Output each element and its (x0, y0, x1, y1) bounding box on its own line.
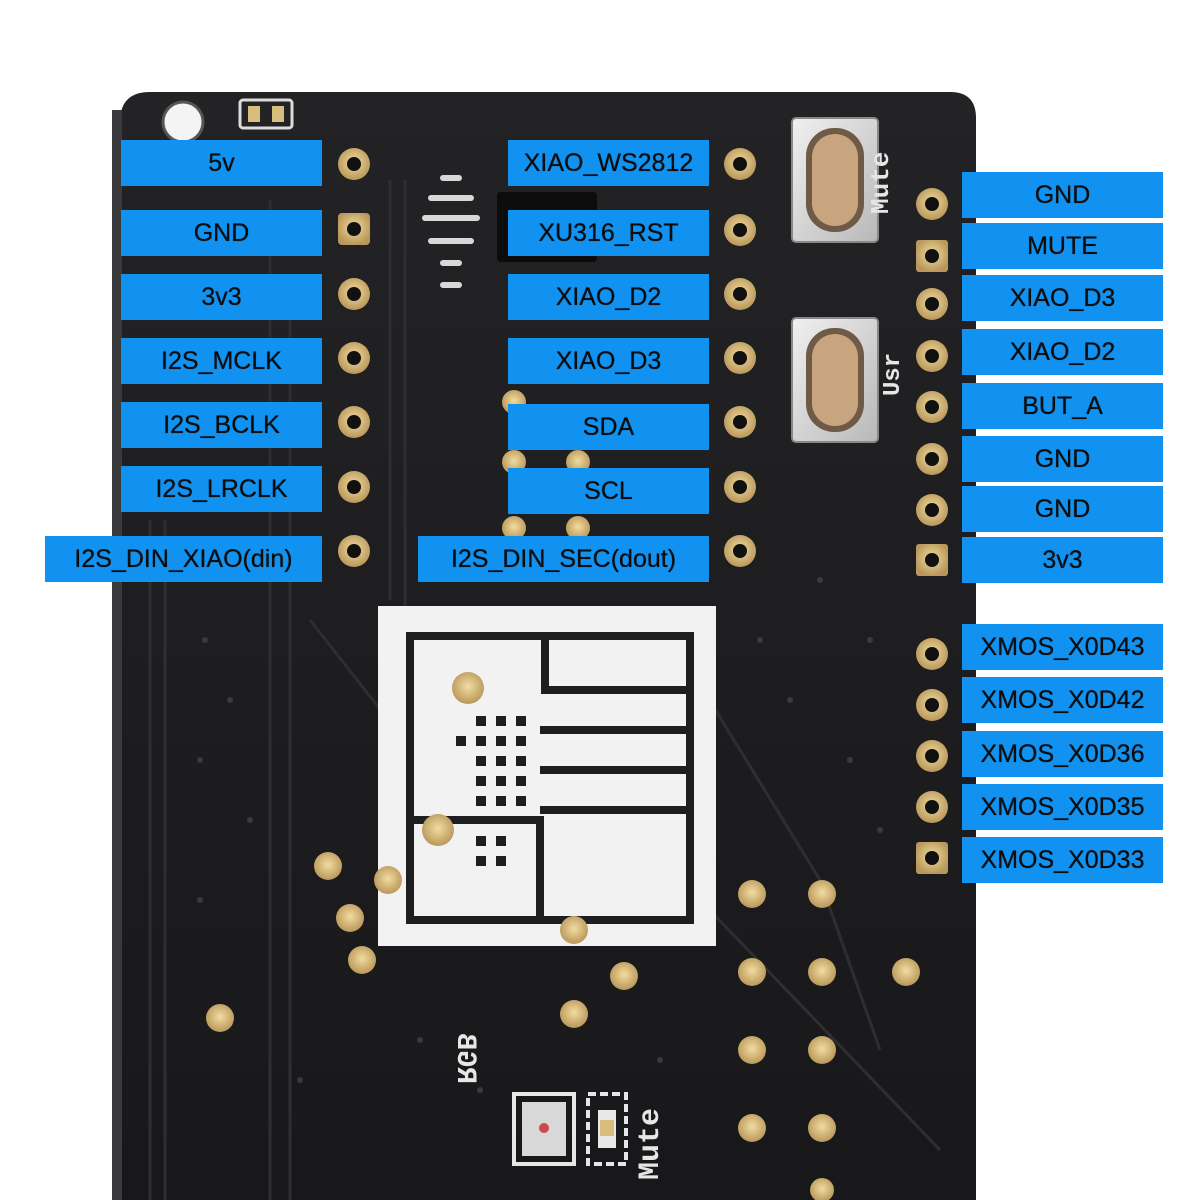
usr-button-icon (791, 317, 879, 443)
mute-led-icon (586, 1092, 628, 1166)
pin-label-xmos-x0d43: XMOS_X0D43 (962, 624, 1163, 670)
pin-label-right-xiao-d2: XIAO_D2 (962, 329, 1163, 375)
pin-label-right-gnd-3: GND (962, 486, 1163, 532)
pin-label-right-gnd-1: GND (962, 172, 1163, 218)
pin-label-3v3: 3v3 (121, 274, 322, 320)
middle-header-pads (724, 148, 756, 567)
pin-label-scl: SCL (508, 468, 709, 514)
pin-label-i2s-bclk: I2S_BCLK (121, 402, 322, 448)
pin-label-i2s-din-xiao: I2S_DIN_XIAO(din) (45, 536, 322, 582)
right-header-pads-top (916, 188, 948, 576)
pin-label-right-but-a: BUT_A (962, 383, 1163, 429)
right-header-pads-bottom (916, 638, 948, 874)
xmos-chip-footprint (378, 606, 716, 946)
pin-label-xmos-x0d36: XMOS_X0D36 (962, 731, 1163, 777)
pin-label-sda: SDA (508, 404, 709, 450)
pin-label-xmos-x0d33: XMOS_X0D33 (962, 837, 1163, 883)
pin-label-xiao-d2: XIAO_D2 (508, 274, 709, 320)
pin-label-5v: 5v (121, 140, 322, 186)
pin-label-i2s-lrclk: I2S_LRCLK (121, 466, 322, 512)
pin-label-xmos-x0d35: XMOS_X0D35 (962, 784, 1163, 830)
pin-label-xu316-rst: XU316_RST (508, 210, 709, 256)
pin-label-i2s-din-sec: I2S_DIN_SEC(dout) (418, 536, 709, 582)
mute-button-icon (791, 117, 879, 243)
mute-led-silkscreen: Mute (634, 1107, 668, 1180)
usr-button-silkscreen: Usr (880, 352, 907, 396)
via-pads (206, 852, 920, 1200)
pin-label-right-mute: MUTE (962, 223, 1163, 269)
pin-label-xiao-d3: XIAO_D3 (508, 338, 709, 384)
rgb-led-icon (512, 1092, 576, 1166)
pin-label-xiao-ws2812: XIAO_WS2812 (508, 140, 709, 186)
pin-label-xmos-x0d42: XMOS_X0D42 (962, 677, 1163, 723)
left-header-pads (338, 148, 370, 567)
pin-label-right-3v3: 3v3 (962, 537, 1163, 583)
mute-button-silkscreen: Mute (866, 151, 896, 214)
pin-label-gnd: GND (121, 210, 322, 256)
mounting-hole (161, 100, 205, 144)
pin-label-right-xiao-d3: XIAO_D3 (962, 275, 1163, 321)
rgb-led-silkscreen: RGB (449, 1033, 480, 1084)
pin-label-right-gnd-2: GND (962, 436, 1163, 482)
pin-label-i2s-mclk: I2S_MCLK (121, 338, 322, 384)
smd-resistor-icon (238, 98, 294, 130)
